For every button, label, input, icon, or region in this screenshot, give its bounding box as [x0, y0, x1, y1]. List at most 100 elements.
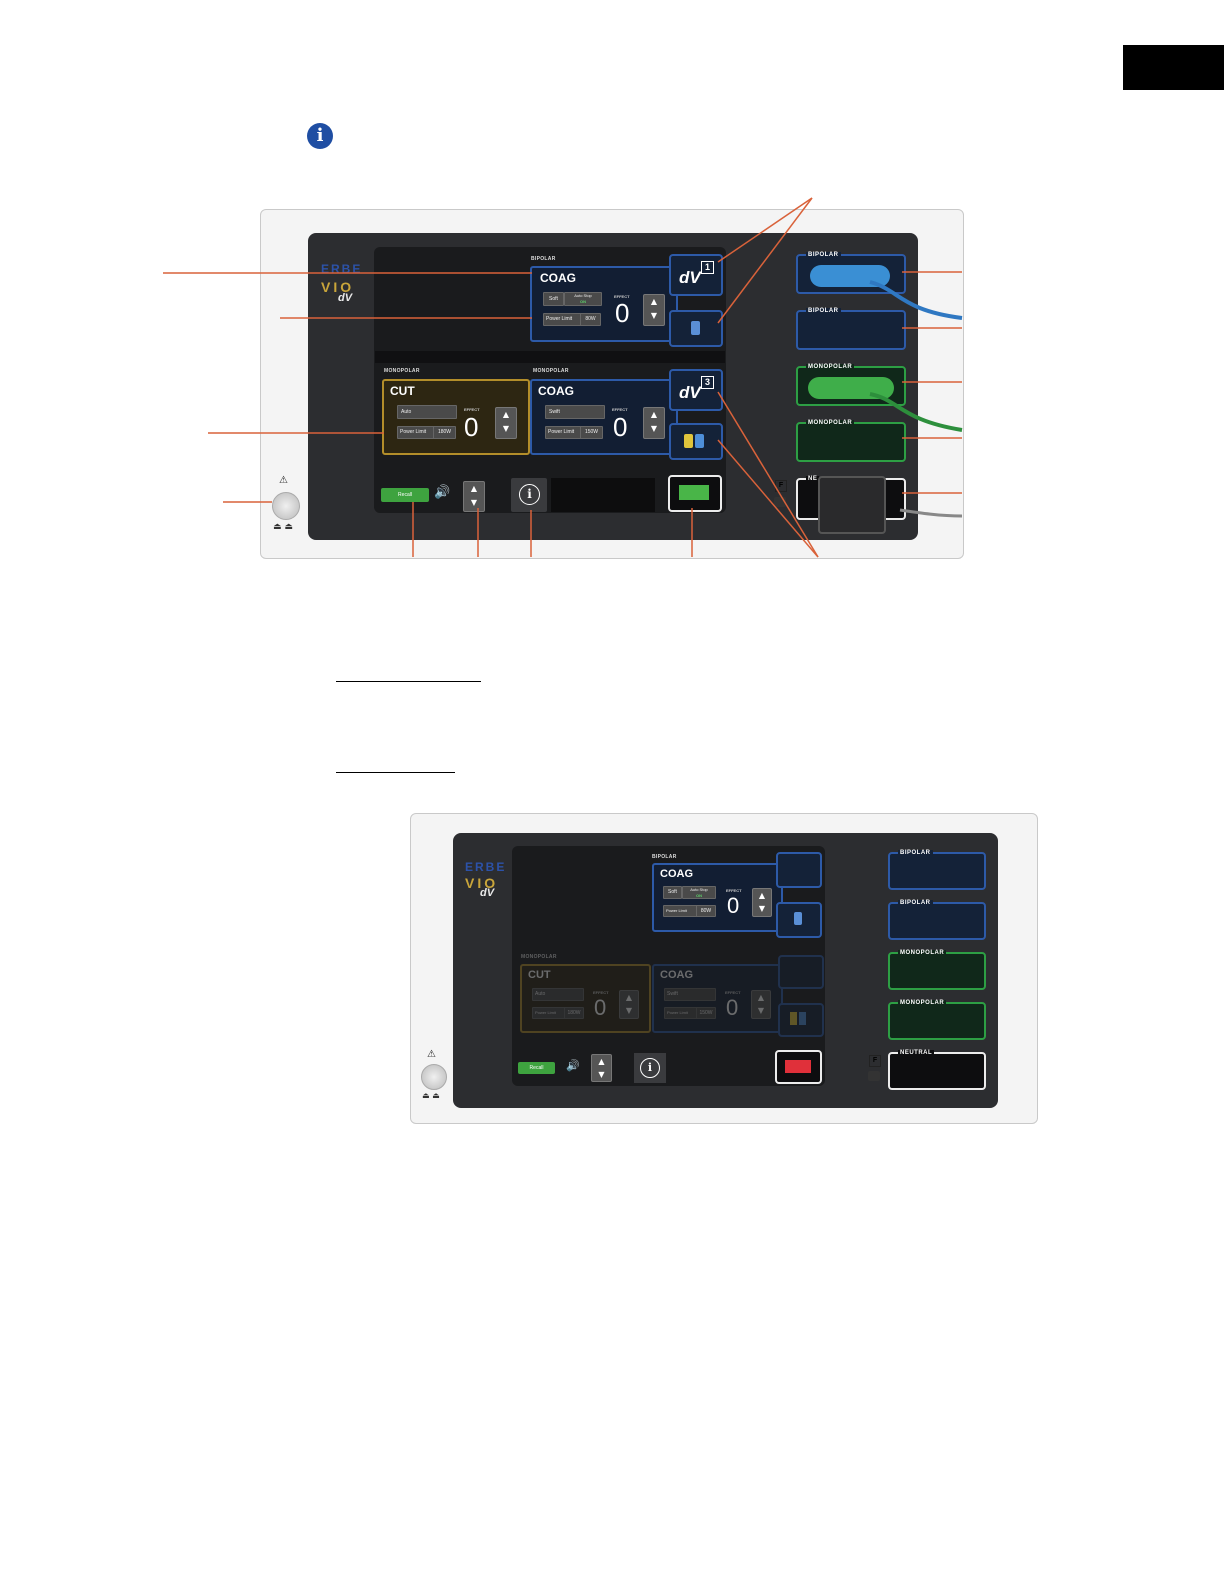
monopolar-cut-panel[interactable]: CUT Auto Power Limit 180W EFFECT 0 ▲▼ [520, 964, 651, 1033]
power-limit-value[interactable]: 150W [580, 426, 603, 439]
socket-label: BIPOLAR [898, 900, 933, 906]
mode-select[interactable]: Soft [543, 292, 564, 306]
effect-label: EFFECT [612, 407, 628, 412]
effect-value: 0 [613, 412, 628, 442]
autostop-label: Auto Stop [690, 887, 708, 892]
info-icon: i [307, 123, 333, 149]
book-icon [785, 1060, 811, 1073]
logo-vio: VIO [321, 279, 355, 295]
f-label: F [869, 1055, 881, 1067]
socket-bipolar-2[interactable]: BIPOLAR [888, 900, 986, 940]
power-limit-value[interactable]: 80W [580, 313, 601, 326]
dv-console-3-button[interactable]: dV 3 [669, 369, 723, 411]
blue-pedal-icon [799, 1012, 806, 1025]
standby-button[interactable] [272, 492, 300, 520]
logo-erbe: ERBE [465, 860, 507, 874]
standby-button[interactable] [421, 1064, 447, 1090]
socket-label: MONOPOLAR [806, 420, 855, 426]
footswitch-icon [794, 912, 802, 925]
monopolar-cut-panel[interactable]: CUT Auto Power Limit 180W EFFECT 0 ▲▼ [382, 379, 530, 455]
manual-button[interactable] [775, 1050, 822, 1084]
effect-stepper[interactable]: ▲▼ [752, 888, 772, 917]
mode-select[interactable]: Auto [397, 405, 457, 419]
mode-select[interactable]: Swift [664, 988, 716, 1001]
info-button[interactable]: i [511, 478, 547, 512]
bipolar-coag-panel[interactable]: COAG Soft Auto Stop ON Power Limit 80W E… [530, 266, 678, 342]
section-divider [375, 351, 725, 363]
socket-monopolar-2[interactable]: MONOPOLAR [888, 1000, 986, 1040]
mode-title: CUT [390, 384, 415, 398]
autostop-chip[interactable]: Auto Stop ON [564, 292, 602, 306]
socket-label: NE [806, 476, 820, 482]
autostop-label: Auto Stop [574, 293, 592, 298]
power-limit-value[interactable]: 150W [696, 1007, 716, 1019]
footswitch-icon: ⏏ ⏏ [273, 522, 293, 532]
bipolar-section-label: BIPOLAR [652, 854, 677, 860]
autostop-chip[interactable]: Auto Stop ON [682, 886, 716, 899]
cables [869, 280, 963, 518]
mode-select[interactable]: Auto [532, 988, 584, 1001]
volume-stepper[interactable]: ▲▼ [463, 481, 485, 512]
chapter-tab [1123, 45, 1224, 90]
dv-console-1-button[interactable]: dV 1 [669, 254, 723, 296]
footswitch-icon [691, 321, 700, 335]
autostop-state: ON [696, 892, 702, 898]
effect-stepper[interactable]: ▲▼ [619, 990, 639, 1019]
effect-stepper[interactable]: ▲▼ [643, 294, 665, 326]
console-number: 1 [701, 261, 714, 274]
power-limit-label: Power Limit [663, 905, 698, 917]
power-limit-value[interactable]: 180W [433, 426, 456, 439]
mode-title: COAG [538, 384, 574, 398]
socket-label: BIPOLAR [806, 252, 841, 258]
console-number: 3 [701, 376, 714, 389]
mode-select[interactable]: Swift [545, 405, 605, 419]
book-icon [679, 485, 709, 500]
mode-title: COAG [660, 868, 693, 880]
bipolar-footswitch-button[interactable] [669, 310, 723, 347]
effect-stepper[interactable]: ▲▼ [495, 407, 517, 439]
bipolar-section-label: BIPOLAR [531, 256, 556, 262]
recall-button[interactable]: Recall [381, 488, 429, 502]
bipolar-footswitch-button[interactable] [776, 902, 822, 938]
socket-label: BIPOLAR [898, 850, 933, 856]
socket-bipolar-2[interactable]: BIPOLAR [796, 308, 906, 350]
effect-value: 0 [594, 995, 607, 1020]
logo-dv: dV [338, 292, 353, 304]
info-icon: i [519, 484, 540, 505]
monopolar-footswitch-button[interactable] [669, 423, 723, 460]
power-limit-label: Power Limit [664, 1007, 698, 1019]
warning-icon: ⚠ [279, 475, 288, 486]
yellow-pedal-icon [790, 1012, 797, 1025]
bipolar-coag-panel[interactable]: COAG Soft Auto Stop ON Power Limit 80W E… [652, 863, 783, 932]
speaker-icon: 🔊 [566, 1059, 580, 1072]
effect-stepper[interactable]: ▲▼ [751, 990, 771, 1019]
info-button[interactable]: i [634, 1053, 666, 1083]
logo-vio: VIO [465, 875, 499, 891]
manual-button[interactable] [668, 475, 722, 512]
connected-plug [810, 265, 890, 287]
socket-bipolar-1[interactable]: BIPOLAR [888, 850, 986, 890]
message-area [551, 478, 655, 512]
monopolar-section-label: MONOPOLAR [384, 368, 420, 374]
socket-label: BIPOLAR [806, 308, 841, 314]
autostop-state: ON [580, 299, 586, 304]
effect-stepper[interactable]: ▲▼ [643, 407, 665, 439]
mode-select[interactable]: Soft [663, 886, 682, 899]
socket-bipolar-1[interactable]: BIPOLAR [796, 252, 906, 294]
monopolar-dv-button[interactable] [778, 955, 824, 989]
monopolar-coag-panel[interactable]: COAG Swift Power Limit 150W EFFECT 0 ▲▼ [652, 964, 783, 1033]
monopolar-coag-panel[interactable]: COAG Swift Power Limit 150W EFFECT 0 ▲▼ [530, 379, 678, 455]
socket-neutral[interactable]: NE [796, 476, 906, 534]
power-limit-value[interactable]: 80W [696, 905, 716, 917]
power-limit-value[interactable]: 180W [564, 1007, 584, 1019]
volume-stepper[interactable]: ▲▼ [591, 1054, 612, 1082]
monopolar-footswitch-button[interactable] [778, 1003, 824, 1037]
underline-1 [336, 681, 481, 682]
bipolar-dv-button[interactable] [776, 852, 822, 888]
socket-label: MONOPOLAR [898, 1000, 947, 1006]
socket-monopolar-2[interactable]: MONOPOLAR [796, 420, 906, 462]
socket-monopolar-1[interactable]: MONOPOLAR [888, 950, 986, 990]
ne-symbol-icon [774, 497, 786, 507]
recall-button[interactable]: Recall [518, 1062, 555, 1074]
socket-neutral[interactable]: NEUTRAL [888, 1050, 986, 1090]
